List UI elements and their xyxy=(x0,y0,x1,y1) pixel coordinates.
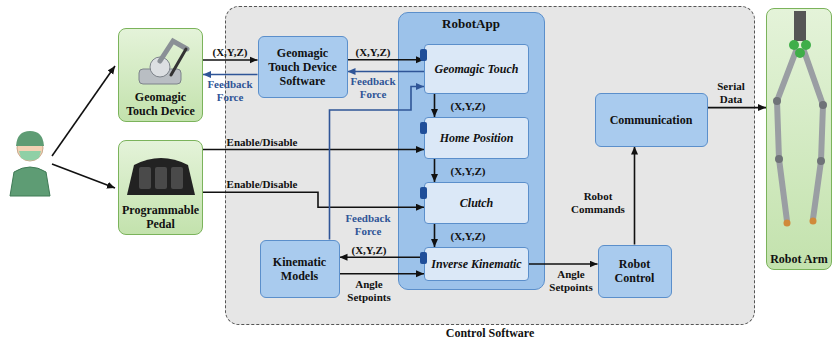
robot-box: Robot Arm xyxy=(766,8,832,270)
box-label: Programmable Pedal xyxy=(121,203,200,231)
surgeon-body xyxy=(10,167,50,196)
edge-label: (X,Y,Z) xyxy=(350,46,396,59)
port-icon xyxy=(420,122,427,134)
box-label: Robot Control xyxy=(601,257,669,285)
box-label: Kinematic Models xyxy=(263,255,337,283)
device-box: Programmable Pedal xyxy=(118,140,203,235)
process-box: Geomagic Touch Device Software xyxy=(258,36,348,98)
connector-arrow xyxy=(634,147,636,245)
module-box: Clutch xyxy=(424,182,529,224)
connector-arrow xyxy=(434,224,436,247)
connector-arrow xyxy=(330,87,425,240)
device-box: Geomagic Touch Device xyxy=(118,28,203,122)
module-box: Inverse Kinematic xyxy=(424,247,529,281)
user-line xyxy=(52,66,115,156)
connector-arrow xyxy=(340,256,425,258)
port-icon xyxy=(420,252,427,264)
edge-label: Angle Setpoints xyxy=(545,268,597,294)
process-box: Kinematic Models xyxy=(260,240,340,298)
box-label: Communication xyxy=(610,113,693,127)
connector-arrow xyxy=(529,263,598,265)
box-label: Geomagic Touch xyxy=(435,62,519,76)
connector-arrow xyxy=(434,159,436,182)
box-label: Robot Arm xyxy=(770,252,828,266)
surgeon-mask xyxy=(19,151,41,161)
connector-arrow xyxy=(348,71,425,73)
edge-label: (X,Y,Z) xyxy=(443,165,493,178)
edge-label: Enable/Disable xyxy=(217,178,307,191)
port-icon xyxy=(420,187,427,199)
connector-arrow xyxy=(434,94,436,117)
module-box: Geomagic Touch xyxy=(424,44,529,94)
port-icon xyxy=(420,49,427,61)
box-label: Clutch xyxy=(460,196,493,210)
group-title: RobotApp xyxy=(442,17,500,31)
edge-label: (X,Y,Z) xyxy=(443,100,493,113)
box-label: Geomagic Touch Device xyxy=(121,90,200,118)
app-box: Geomagic TouchHome PositionClutchInverse… xyxy=(398,12,545,290)
surgeon-cap xyxy=(16,131,44,146)
process-box: Communication xyxy=(595,93,708,147)
connector-arrow xyxy=(708,107,767,109)
module-box: Home Position xyxy=(424,117,529,159)
connector-arrow xyxy=(340,273,425,275)
connector-arrow xyxy=(203,74,258,76)
connector-arrow xyxy=(203,149,424,151)
process-box: Robot Control xyxy=(598,245,672,298)
edge-label: (X,Y,Z) xyxy=(342,244,396,257)
box-label: Geomagic Touch Device Software xyxy=(261,46,345,88)
edge-label: Robot Commands xyxy=(570,190,626,216)
group-title: Control Software xyxy=(226,326,754,340)
user-line xyxy=(52,164,115,188)
edge-label: Angle Setpoints xyxy=(342,278,396,304)
edge-label: Feedback Force xyxy=(340,212,396,238)
edge-label: (X,Y,Z) xyxy=(205,46,255,59)
edge-label: Enable/Disable xyxy=(217,136,307,149)
edge-label: (X,Y,Z) xyxy=(443,230,493,243)
box-label: Home Position xyxy=(440,131,514,145)
edge-label: Feedback Force xyxy=(204,78,256,104)
edge-label: Serial Data xyxy=(709,80,753,106)
connector-arrow xyxy=(203,192,424,207)
software-region: Geomagic Touch Device Software Geomagic T… xyxy=(225,6,755,325)
box-label: Inverse Kinematic xyxy=(431,257,521,271)
edge-label: Feedback Force xyxy=(350,75,396,101)
arm-illustration xyxy=(767,9,833,271)
connector-arrow xyxy=(203,59,258,61)
connector-arrow xyxy=(348,59,425,61)
